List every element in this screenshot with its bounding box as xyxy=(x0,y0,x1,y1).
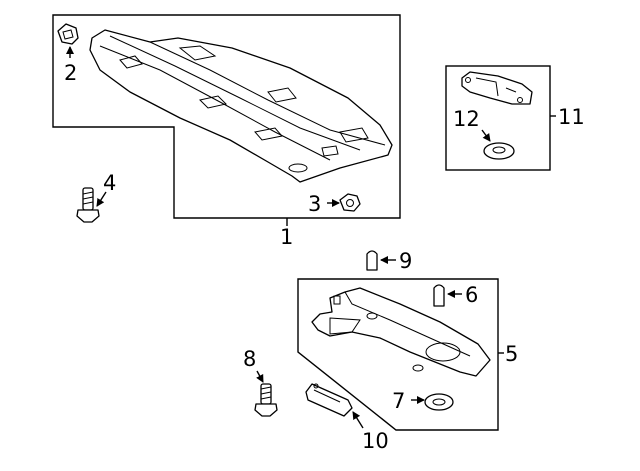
callout-10: 10 xyxy=(362,429,389,453)
pin-part-6-drawing xyxy=(433,284,445,307)
nut-part-3-drawing xyxy=(339,193,361,212)
callout-4: 4 xyxy=(103,171,116,195)
group-box-part-11 xyxy=(445,65,551,171)
callout-3: 3 xyxy=(308,192,321,216)
group-box-part-5 xyxy=(297,278,499,431)
callout-5: 5 xyxy=(505,342,518,366)
pin-part-9-drawing xyxy=(366,250,378,271)
underbody-shield-drawing xyxy=(89,29,393,183)
clip-part-2-drawing xyxy=(57,23,79,45)
group-box-part-1 xyxy=(52,14,401,219)
bolt-part-4-drawing xyxy=(76,187,100,223)
clip-part-10-drawing xyxy=(305,383,353,417)
callout-6: 6 xyxy=(465,283,478,307)
callout-8: 8 xyxy=(243,347,256,371)
callout-9: 9 xyxy=(399,249,412,273)
callout-2: 2 xyxy=(64,61,77,85)
side-shield-part-5-drawing xyxy=(311,287,491,377)
callout-12: 12 xyxy=(453,107,480,131)
bolt-part-8-drawing xyxy=(254,383,278,417)
bracket-part-11-drawing xyxy=(461,71,533,105)
grommet-part-7-drawing xyxy=(424,393,454,411)
callout-7: 7 xyxy=(392,389,405,413)
grommet-part-12-drawing xyxy=(483,142,515,160)
callout-1: 1 xyxy=(280,225,293,249)
callout-11: 11 xyxy=(558,105,585,129)
